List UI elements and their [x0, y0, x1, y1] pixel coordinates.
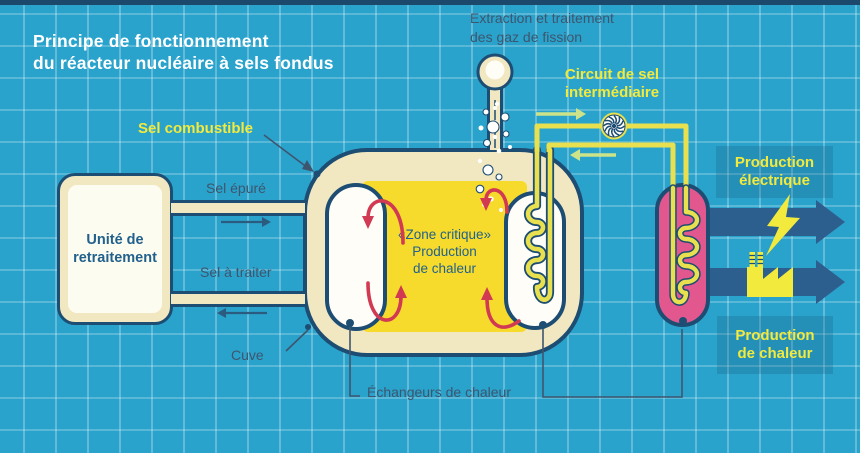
circuit-flow-arrow-right-icon	[536, 108, 586, 120]
electric-output-arrow	[710, 200, 845, 244]
sel-epure-label: Sel épuré	[206, 180, 266, 196]
factory-icon	[747, 252, 793, 297]
flow-arrow-left-icon	[217, 308, 267, 318]
critical-zone-label: «Zone critique» Production de chaleur	[397, 227, 492, 276]
sel-combustible-pointer	[263, 134, 321, 178]
top-border-strip	[0, 0, 860, 5]
purified-salt-pipe	[171, 200, 306, 216]
sel-a-traiter-label: Sel à traiter	[200, 264, 272, 280]
circuit-flow-arrow-left-icon	[570, 149, 616, 161]
cuve-label: Cuve	[231, 347, 264, 363]
flow-arrow-right-icon	[221, 217, 271, 227]
cuve-pointer	[285, 324, 311, 352]
salt-to-treat-pipe	[171, 291, 306, 307]
sel-combustible-label: Sel combustible	[138, 120, 254, 137]
gas-extraction-bulb-icon	[476, 53, 514, 151]
echangeurs-label: Échangeurs de chaleur	[367, 384, 511, 400]
heat-output-arrow	[710, 260, 845, 304]
intermediate-heat-exchanger	[655, 183, 710, 327]
pump-turbine-icon	[600, 112, 628, 140]
lightning-bolt-icon	[766, 194, 800, 256]
